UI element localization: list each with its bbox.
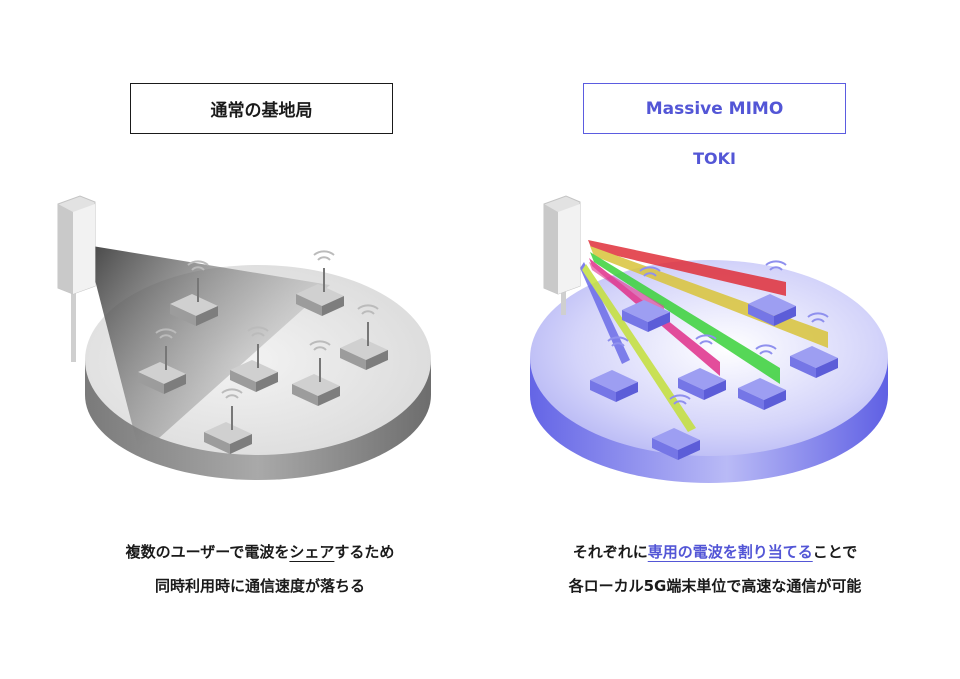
left-antenna-tower-icon [58, 196, 95, 294]
right-scene [530, 196, 888, 483]
left-caption-line2: 同時利用時に通信速度が落ちる [60, 569, 460, 603]
right-caption-line1-post: ことで [813, 543, 858, 561]
right-antenna-tower-icon [544, 196, 580, 294]
right-caption-line1-highlight: 専用の電波を割り当てる [648, 543, 813, 561]
left-caption-line1: 複数のユーザーで電波をシェアするため [60, 535, 460, 569]
left-caption-line1-underlined: シェア [289, 543, 334, 561]
right-caption-line1: それぞれに専用の電波を割り当てることで [505, 535, 925, 569]
right-caption-line2: 各ローカル5G端末単位で高速な通信が可能 [505, 569, 925, 603]
left-caption: 複数のユーザーで電波をシェアするため 同時利用時に通信速度が落ちる [60, 535, 460, 603]
left-tower-pole [71, 290, 76, 362]
left-caption-line1-pre: 複数のユーザーで電波を [126, 543, 290, 561]
left-caption-line1-post: するため [334, 543, 394, 561]
right-caption-line1-pre: それぞれに [573, 543, 648, 561]
left-scene [58, 196, 431, 480]
right-caption: それぞれに専用の電波を割り当てることで 各ローカル5G端末単位で高速な通信が可能 [505, 535, 925, 603]
